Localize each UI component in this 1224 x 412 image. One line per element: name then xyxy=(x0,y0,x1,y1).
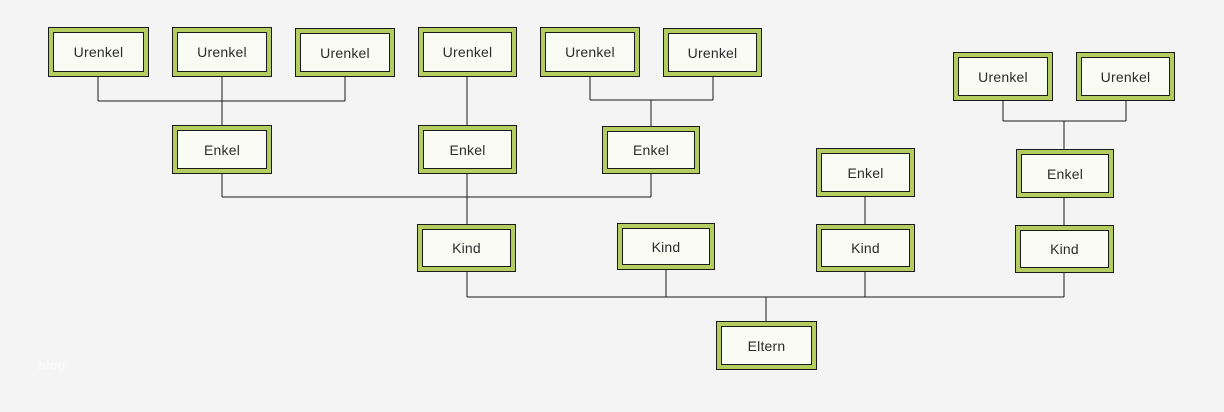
node-enkel-e1[interactable]: Enkel xyxy=(172,125,272,174)
node-inner: Urenkel xyxy=(1081,57,1170,96)
node-label: Enkel xyxy=(847,164,884,181)
node-label: Kind xyxy=(452,240,481,256)
node-inner: Kind xyxy=(622,228,710,265)
node-label: Urenkel xyxy=(978,68,1028,85)
node-urenkel-u1[interactable]: Urenkel xyxy=(48,27,149,77)
node-inner: Kind xyxy=(1020,230,1109,268)
node-inner: Urenkel xyxy=(300,33,390,72)
node-enkel-e2[interactable]: Enkel xyxy=(418,125,517,174)
node-inner: Urenkel xyxy=(53,32,144,72)
node-inner: Enkel xyxy=(423,130,512,169)
node-label: Urenkel xyxy=(442,44,493,60)
node-urenkel-u6[interactable]: Urenkel xyxy=(663,28,762,77)
node-kind-k1[interactable]: Kind xyxy=(417,224,516,272)
node-inner: Enkel xyxy=(1021,154,1109,193)
node-label: Urenkel xyxy=(73,44,124,60)
node-label: Eltern xyxy=(747,337,786,354)
node-enkel-e3[interactable]: Enkel xyxy=(602,126,700,174)
node-label: Enkel xyxy=(449,141,486,158)
node-urenkel-u5[interactable]: Urenkel xyxy=(540,27,640,77)
node-urenkel-u8[interactable]: Urenkel xyxy=(1076,52,1175,101)
node-urenkel-u4[interactable]: Urenkel xyxy=(418,27,517,77)
node-inner: Urenkel xyxy=(177,32,267,72)
node-enkel-e4[interactable]: Enkel xyxy=(816,148,915,197)
node-urenkel-u7[interactable]: Urenkel xyxy=(953,52,1053,101)
node-inner: Kind xyxy=(821,229,910,267)
node-label: Urenkel xyxy=(565,44,615,60)
node-eltern-p1[interactable]: Eltern xyxy=(716,321,817,370)
node-inner: Enkel xyxy=(821,153,910,192)
node-inner: Kind xyxy=(422,229,511,267)
node-label: Enkel xyxy=(203,141,241,158)
node-label: Enkel xyxy=(1046,165,1084,182)
node-inner: Enkel xyxy=(607,131,695,169)
node-inner: Urenkel xyxy=(545,32,635,72)
node-inner: Urenkel xyxy=(423,32,512,72)
node-label: Enkel xyxy=(632,142,670,158)
node-inner: Eltern xyxy=(721,326,812,365)
node-label: Kind xyxy=(651,238,681,255)
node-inner: Enkel xyxy=(177,130,267,169)
node-urenkel-u2[interactable]: Urenkel xyxy=(172,27,272,77)
watermark: blog xyxy=(38,358,66,373)
node-label: Urenkel xyxy=(320,44,370,61)
node-enkel-e5[interactable]: Enkel xyxy=(1016,149,1114,198)
node-kind-k3[interactable]: Kind xyxy=(816,224,915,272)
node-inner: Urenkel xyxy=(668,33,757,72)
node-kind-k2[interactable]: Kind xyxy=(617,223,715,270)
node-label: Kind xyxy=(851,240,880,256)
node-label: Urenkel xyxy=(687,44,738,61)
node-urenkel-u3[interactable]: Urenkel xyxy=(295,28,395,77)
node-label: Urenkel xyxy=(197,44,247,60)
node-label: Urenkel xyxy=(1100,68,1151,85)
node-kind-k4[interactable]: Kind xyxy=(1015,225,1114,273)
node-label: Kind xyxy=(1050,241,1079,257)
node-inner: Urenkel xyxy=(958,57,1048,96)
